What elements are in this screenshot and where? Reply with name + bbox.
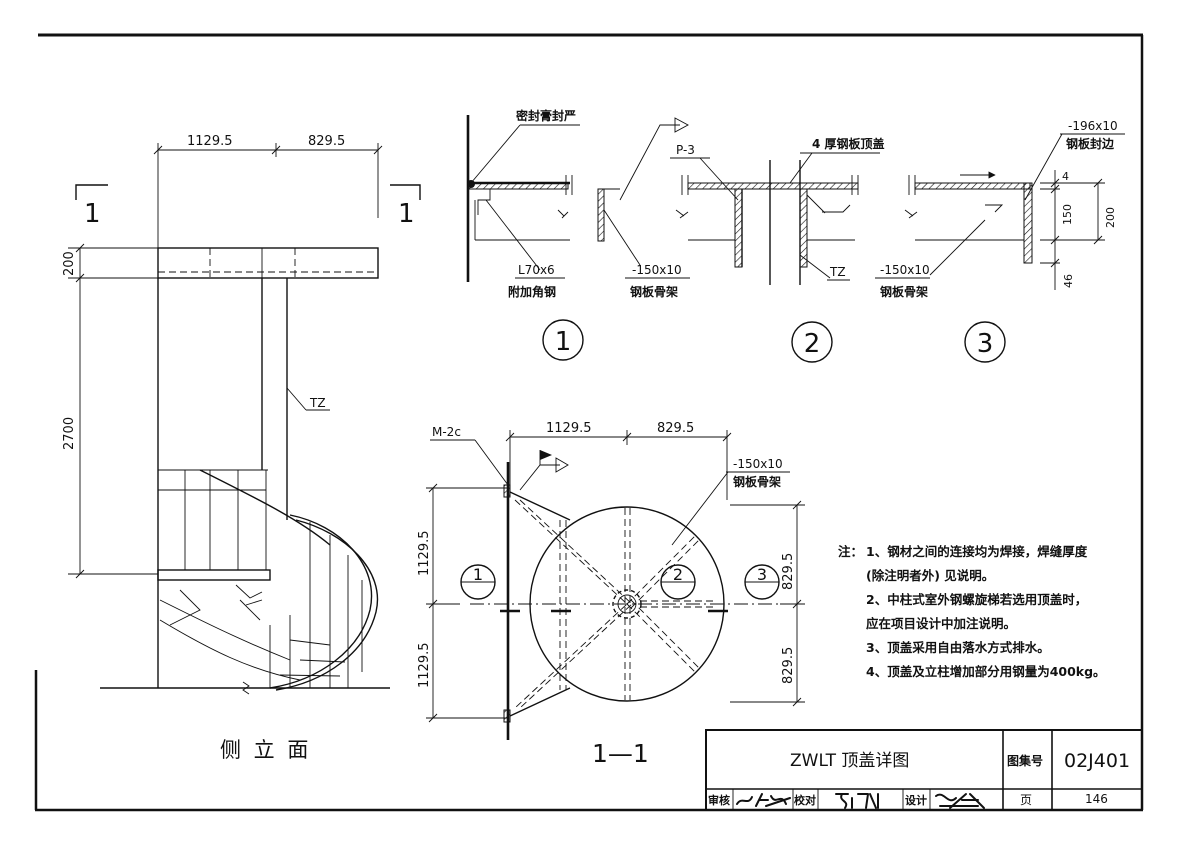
svg-text:2、中柱式室外钢螺旋梯若选用顶盖时，: 2、中柱式室外钢螺旋梯若选用顶盖时， <box>866 592 1087 607</box>
plan-section-1-1: 1129.5 829.5 1129.5 1129.5 829.5 829.5 <box>417 421 805 768</box>
svg-text:-150x10: -150x10 <box>632 263 682 277</box>
svg-text:应在项目设计中加注说明。: 应在项目设计中加注说明。 <box>866 616 1016 631</box>
svg-text:-150x10: -150x10 <box>733 457 783 471</box>
svg-text:1、钢材之间的连接均为焊接，焊缝厚度: 1、钢材之间的连接均为焊接，焊缝厚度 <box>866 544 1088 559</box>
svg-text:L70x6: L70x6 <box>518 263 555 277</box>
svg-text:钢板骨架: 钢板骨架 <box>880 284 928 299</box>
section-marker-left: 1 <box>75 184 108 229</box>
svg-text:(除注明者外) 见说明。: (除注明者外) 见说明。 <box>866 568 994 583</box>
svg-text:4、顶盖及立柱增加部分用钢量为400kg。: 4、顶盖及立柱增加部分用钢量为400kg。 <box>866 664 1106 679</box>
side-elevation: 1 1 1129.5 829.5 200 2700 <box>62 134 421 762</box>
title-block: ZWLT 顶盖详图 图集号 02J401 页 146 审核 校对 设计 <box>705 729 1143 811</box>
svg-text:1: 1 <box>84 199 101 229</box>
svg-text:1: 1 <box>398 199 415 229</box>
detail-2: P-3 4 厚钢板顶盖 TZ 2 <box>670 136 885 363</box>
svg-text:附加角钢: 附加角钢 <box>508 284 556 299</box>
drawing-title: ZWLT 顶盖详图 <box>790 751 909 771</box>
svg-text:3、顶盖采用自由落水方式排水。: 3、顶盖采用自由落水方式排水。 <box>866 640 1050 655</box>
svg-text:图集号: 图集号 <box>1007 753 1043 768</box>
svg-text:设计: 设计 <box>905 793 927 807</box>
svg-text:1129.5: 1129.5 <box>546 421 592 436</box>
svg-text:200: 200 <box>62 251 77 276</box>
svg-text:1: 1 <box>555 327 572 357</box>
svg-text:829.5: 829.5 <box>657 421 694 436</box>
svg-text:-196x10: -196x10 <box>1068 119 1118 133</box>
detail-3: 4 150 200 46 -196x10 钢板封边 -150x10 钢板骨架 3 <box>875 119 1125 363</box>
svg-text:1: 1 <box>473 565 483 584</box>
svg-text:钢板封边: 钢板封边 <box>1066 136 1115 151</box>
notes: 注： 1、钢材之间的连接均为焊接，焊缝厚度 (除注明者外) 见说明。 2、中柱式… <box>838 544 1106 679</box>
svg-text:钢板骨架: 钢板骨架 <box>630 284 678 299</box>
svg-text:46: 46 <box>1062 274 1075 288</box>
svg-text:TZ: TZ <box>829 265 846 279</box>
plan-label: 1—1 <box>592 739 649 768</box>
atlas-number: 02J401 <box>1064 750 1130 772</box>
svg-text:校对: 校对 <box>794 793 816 807</box>
svg-text:200: 200 <box>1104 207 1117 228</box>
svg-text:3: 3 <box>977 329 994 359</box>
svg-text:829.5: 829.5 <box>308 134 345 149</box>
svg-text:829.5: 829.5 <box>781 647 796 684</box>
svg-text:M-2c: M-2c <box>432 425 461 439</box>
svg-text:150: 150 <box>1061 204 1074 225</box>
svg-text:1129.5: 1129.5 <box>417 643 432 689</box>
detail-1: 密封膏封严 L70x6 附加角钢 -150x10 钢板骨架 1 <box>466 108 690 361</box>
svg-text:3: 3 <box>757 565 767 584</box>
svg-text:TZ: TZ <box>309 396 326 410</box>
svg-text:注：: 注： <box>838 544 863 559</box>
signature-reviewer <box>736 793 791 807</box>
svg-text:2700: 2700 <box>62 417 77 450</box>
svg-text:2: 2 <box>673 565 683 584</box>
svg-text:829.5: 829.5 <box>781 553 796 590</box>
svg-text:页: 页 <box>1020 793 1032 807</box>
svg-text:4: 4 <box>1062 170 1069 183</box>
svg-text:2: 2 <box>804 329 821 359</box>
svg-text:钢板骨架: 钢板骨架 <box>733 474 781 489</box>
signature-designer <box>935 793 985 809</box>
svg-text:1129.5: 1129.5 <box>417 531 432 577</box>
page-number: 146 <box>1085 792 1108 806</box>
section-marker-right: 1 <box>390 184 421 229</box>
signature-checker <box>835 793 879 809</box>
svg-text:审核: 审核 <box>708 793 730 807</box>
side-elevation-label: 侧 立 面 <box>220 738 311 762</box>
svg-text:1129.5: 1129.5 <box>187 134 233 149</box>
svg-text:-150x10: -150x10 <box>880 263 930 277</box>
svg-text:密封膏封严: 密封膏封严 <box>516 108 576 123</box>
svg-text:P-3: P-3 <box>676 143 695 157</box>
svg-text:4 厚钢板顶盖: 4 厚钢板顶盖 <box>812 136 885 151</box>
